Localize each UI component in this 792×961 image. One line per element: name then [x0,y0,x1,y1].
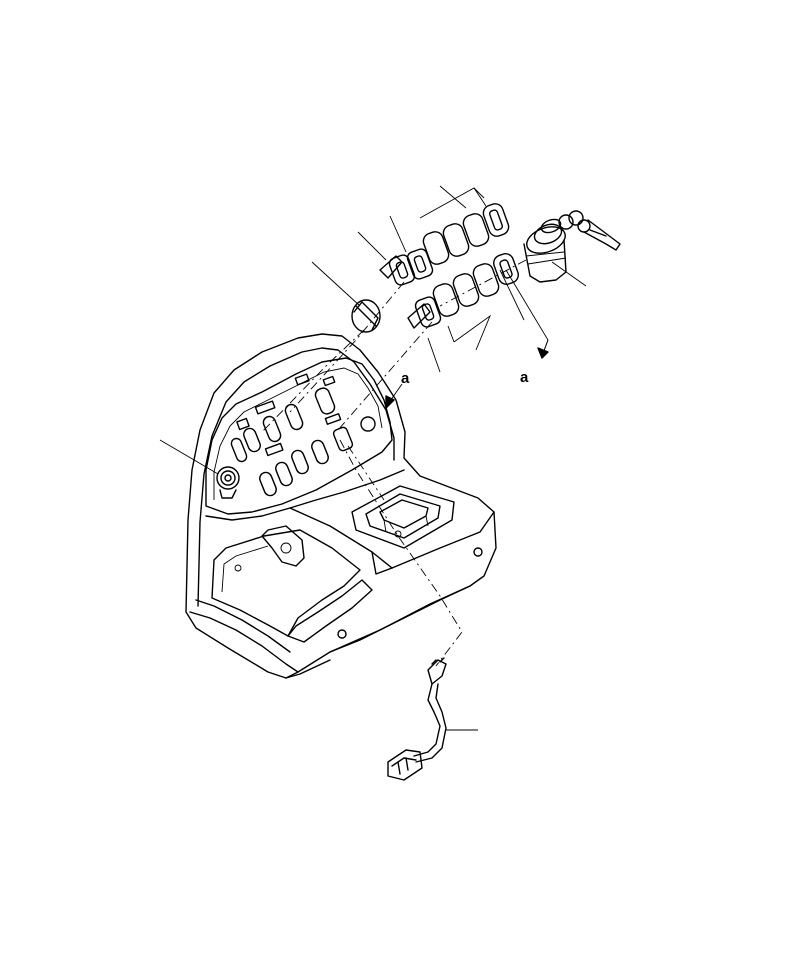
rocker-switch-upper-row [379,203,510,286]
switch-reference-label: a [520,369,529,386]
wire-harness-part [387,657,447,781]
panel-key-switch [216,466,240,499]
leader-lines [159,185,587,731]
assembly-centerlines [261,259,527,667]
console-body [185,333,497,679]
panel-reference-label: a [401,370,410,387]
key-switch-part [523,210,621,283]
panel-switch-array [230,373,376,497]
lever-boot [351,485,455,549]
knob-part [351,299,381,333]
rocker-switch-lower-row [407,253,519,329]
